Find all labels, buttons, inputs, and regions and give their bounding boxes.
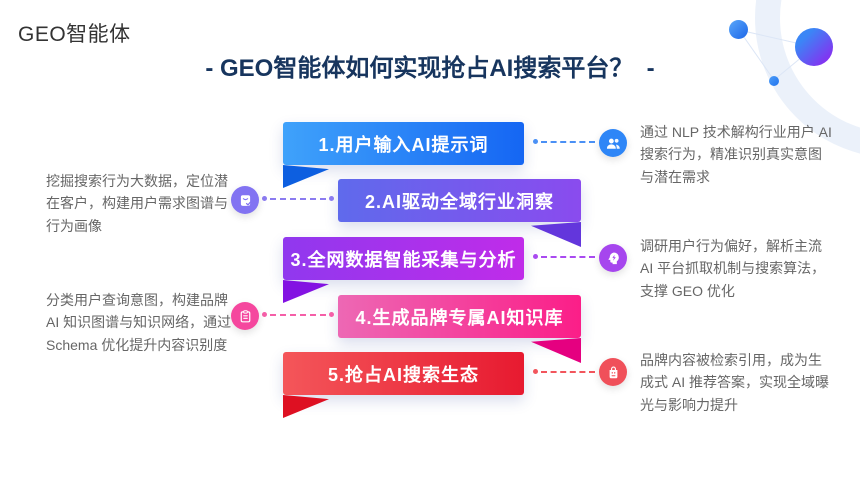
sphere-decoration-small <box>769 76 779 86</box>
connector-dot <box>533 369 538 374</box>
step-3-banner: 3.全网数据智能采集与分析 <box>283 237 524 303</box>
page-title: - GEO智能体如何实现抢占AI搜索平台？ - <box>205 55 655 82</box>
step-5-banner: 5.抢占AI搜索生态 <box>283 352 524 418</box>
step-5-ribbon-fold <box>283 395 329 418</box>
connector-dash <box>270 197 326 200</box>
connector-dot <box>533 139 538 144</box>
connector-dot <box>329 196 334 201</box>
step-3-label: 3.全网数据智能采集与分析 <box>290 249 517 270</box>
document-check-icon <box>231 186 259 214</box>
step-1-dotted-connector <box>533 139 595 144</box>
sphere-connector-lines <box>737 29 816 81</box>
connector-dash <box>270 313 326 316</box>
head-bolt-icon <box>599 244 627 272</box>
shopping-bag-icon <box>599 358 627 386</box>
step-3-description: 调研用户行为偏好，解析主流 AI 平台抓取机制与搜索算法，支撑 GEO 优化 <box>640 238 826 299</box>
step-5-label: 5.抢占AI搜索生态 <box>327 364 479 385</box>
sphere-decoration-large <box>795 28 833 66</box>
connector-dash <box>541 370 595 373</box>
step-1-ribbon-fold <box>283 165 329 188</box>
step-3-dotted-connector <box>533 254 595 259</box>
step-2-dotted-connector <box>262 196 334 201</box>
connector-dot <box>262 196 267 201</box>
step-4-ribbon-fold <box>531 338 581 363</box>
step-1-label: 1.用户输入AI提示词 <box>318 134 489 155</box>
connector-dot <box>262 312 267 317</box>
connector-dash <box>541 255 595 258</box>
step-1-description: 通过 NLP 技术解构行业用户 AI 搜索行为，精准识别真实意图与潜在需求 <box>640 124 832 185</box>
step-4-dotted-connector <box>262 312 334 317</box>
step-3-ribbon-fold <box>283 280 329 303</box>
step-4-label: 4.生成品牌专属AI知识库 <box>355 307 564 328</box>
logo-text: GEO智能体 <box>18 23 131 46</box>
connector-dot <box>329 312 334 317</box>
step-4-banner: 4.生成品牌专属AI知识库 <box>338 295 581 363</box>
step-5-dotted-connector <box>533 369 595 374</box>
clipboard-icon <box>231 302 259 330</box>
sphere-decoration-medium <box>729 20 748 39</box>
step-5-description: 品牌内容被检索引用，成为生成式 AI 推荐答案，实现全域曝光与影响力提升 <box>640 352 830 413</box>
step-2-label: 2.AI驱动全域行业洞察 <box>364 191 554 212</box>
step-2-banner: 2.AI驱动全域行业洞察 <box>338 179 581 247</box>
step-1-banner: 1.用户输入AI提示词 <box>283 122 524 188</box>
connector-dash <box>541 140 595 143</box>
step-4-description: 分类用户查询意图，构建品牌 AI 知识图谱与知识网络，通过 Schema 优化提… <box>46 292 232 353</box>
connector-dot <box>533 254 538 259</box>
step-2-ribbon-fold <box>531 222 581 247</box>
users-icon <box>599 129 627 157</box>
step-2-description: 挖掘搜索行为大数据，定位潜在客户，构建用户需求图谱与行为画像 <box>46 173 228 234</box>
